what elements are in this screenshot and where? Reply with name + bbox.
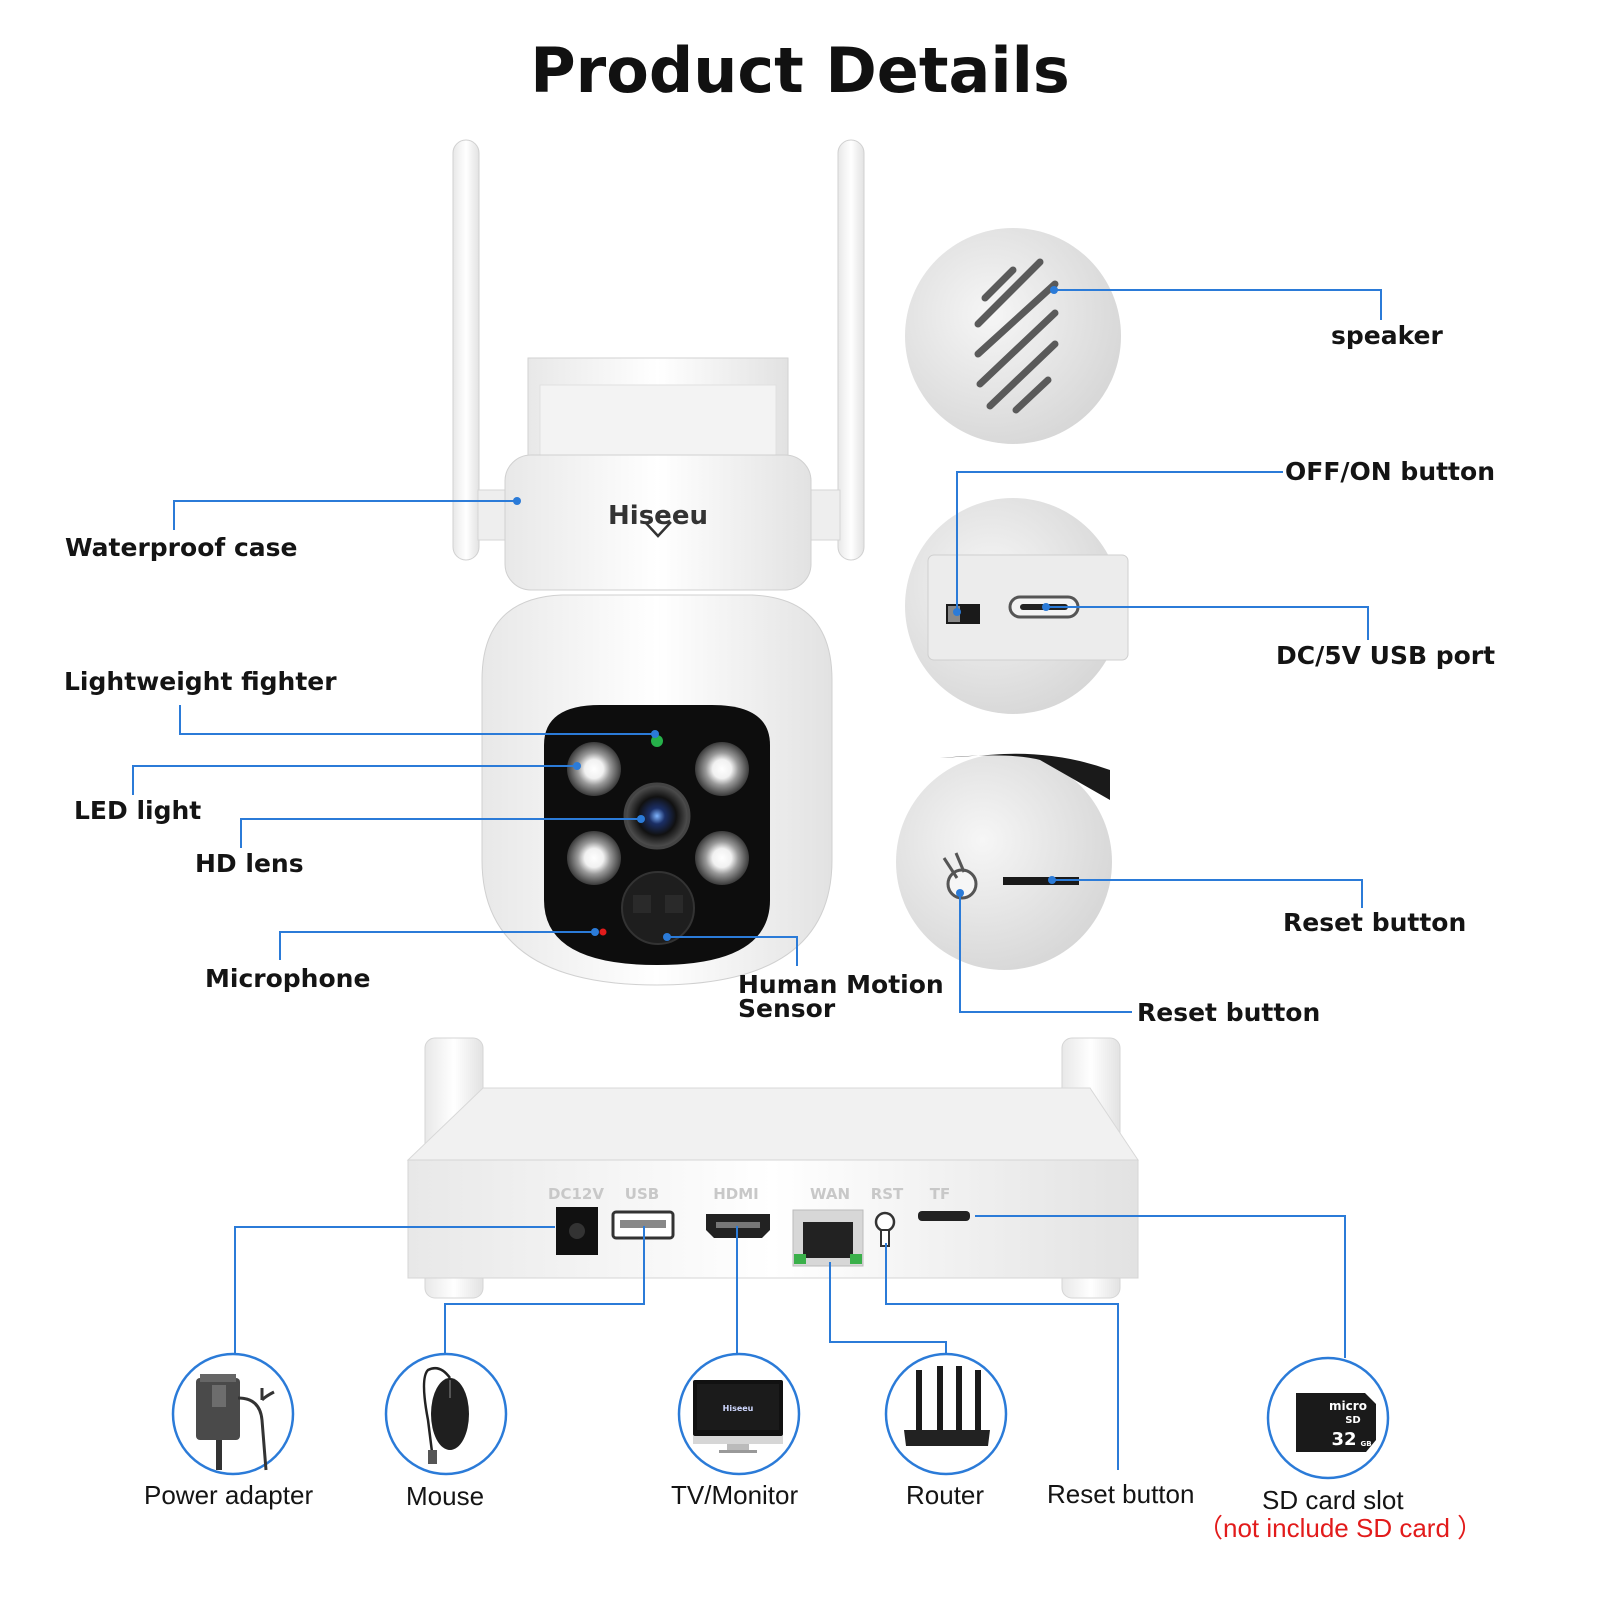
speaker-closeup — [905, 228, 1121, 444]
label-human-motion-sensor: Human Motion Sensor — [738, 970, 944, 1023]
leader-mouse — [444, 1226, 645, 1355]
led-top-left — [567, 742, 621, 796]
port-label-dc12v: DC12V — [548, 1185, 604, 1203]
page-title: Product Details — [530, 34, 1070, 107]
note-sd-card-not-included: （not include SD card ） — [1197, 1513, 1484, 1543]
label-reset-button-sd: Reset button — [1283, 908, 1467, 937]
detail-leader-lines — [956, 289, 1382, 1013]
nvr-top — [406, 1087, 1139, 1161]
router-icon — [904, 1366, 990, 1446]
hd-lens — [623, 782, 691, 850]
label-lightweight-fighter: Lightweight fighter — [64, 667, 337, 696]
leader-power — [234, 1226, 555, 1355]
camera-leader-dots — [513, 497, 671, 941]
port-label-tf: TF — [930, 1185, 950, 1203]
port-label-rst: RST — [871, 1185, 904, 1203]
svg-text:GB: GB — [1360, 1440, 1371, 1448]
led-bottom-right — [695, 831, 749, 885]
leader-sensor — [667, 936, 798, 966]
camera-upper-housing — [504, 454, 812, 591]
port-label-usb: USB — [625, 1185, 659, 1203]
svg-text:micro: micro — [1329, 1399, 1367, 1413]
label-speaker: speaker — [1331, 321, 1443, 350]
leader-fighter — [179, 705, 655, 735]
led-top-right — [695, 742, 749, 796]
leader-speaker — [1054, 289, 1382, 320]
label-router: Router — [906, 1480, 985, 1510]
tv-monitor-icon: Hiseeu — [693, 1380, 783, 1453]
mouse-icon — [422, 1367, 469, 1464]
label-power-adapter: Power adapter — [144, 1480, 314, 1510]
port-label-hdmi: HDMI — [713, 1185, 759, 1203]
svg-text:Hiseeu: Hiseeu — [723, 1404, 754, 1413]
nvr-front — [407, 1159, 1139, 1279]
switch-usb-closeup — [905, 498, 1129, 714]
leader-lens — [240, 818, 641, 848]
label-reset-button-pin: Reset button — [1137, 998, 1321, 1027]
leader-pin-reset — [959, 893, 1132, 1013]
leader-sd — [975, 1215, 1346, 1358]
leader-led — [132, 765, 577, 795]
camera-illustration: Hiseeu — [452, 139, 865, 986]
label-mouse: Mouse — [406, 1481, 485, 1511]
tf-slot — [918, 1211, 970, 1221]
label-waterproof-case: Waterproof case — [65, 533, 298, 562]
label-usb-port: DC/5V USB port — [1276, 641, 1496, 670]
led-bottom-left — [567, 831, 621, 885]
camera-leader-lines — [132, 500, 798, 966]
green-indicator — [651, 735, 663, 747]
right-antenna — [837, 139, 865, 561]
label-hd-lens: HD lens — [195, 849, 304, 878]
reset-sd-closeup — [896, 753, 1112, 970]
label-off-on-button: OFF/ON button — [1285, 457, 1495, 486]
leader-switch — [956, 471, 1283, 612]
nvr-illustration: DC12V USB HDMI WAN RST TF — [406, 1037, 1139, 1299]
label-sd-card-slot: SD card slot — [1262, 1485, 1404, 1515]
motion-sensor — [621, 871, 695, 945]
power-adapter-icon — [196, 1374, 275, 1471]
leader-router — [829, 1262, 947, 1355]
leader-reset — [885, 1243, 1119, 1470]
label-led-light: LED light — [74, 796, 202, 825]
leader-waterproof — [173, 500, 517, 530]
label-reset-button: Reset button — [1047, 1479, 1195, 1509]
label-tv-monitor: TV/Monitor — [671, 1480, 799, 1510]
brand-logo: Hiseeu — [608, 501, 708, 531]
leader-usb — [1046, 606, 1369, 640]
sd-card-icon: micro SD 32 GB — [1296, 1393, 1376, 1452]
svg-text:32: 32 — [1331, 1429, 1356, 1450]
port-label-wan: WAN — [810, 1185, 850, 1203]
red-indicator — [599, 928, 607, 936]
rst-button — [874, 1211, 896, 1233]
sd-slot — [1003, 877, 1079, 885]
leader-sd-reset — [1052, 879, 1363, 908]
nvr-leader-lines — [234, 1215, 1346, 1470]
left-antenna — [452, 139, 480, 561]
label-microphone: Microphone — [205, 964, 371, 993]
leader-mic — [279, 931, 595, 960]
svg-text:SD: SD — [1345, 1415, 1361, 1426]
